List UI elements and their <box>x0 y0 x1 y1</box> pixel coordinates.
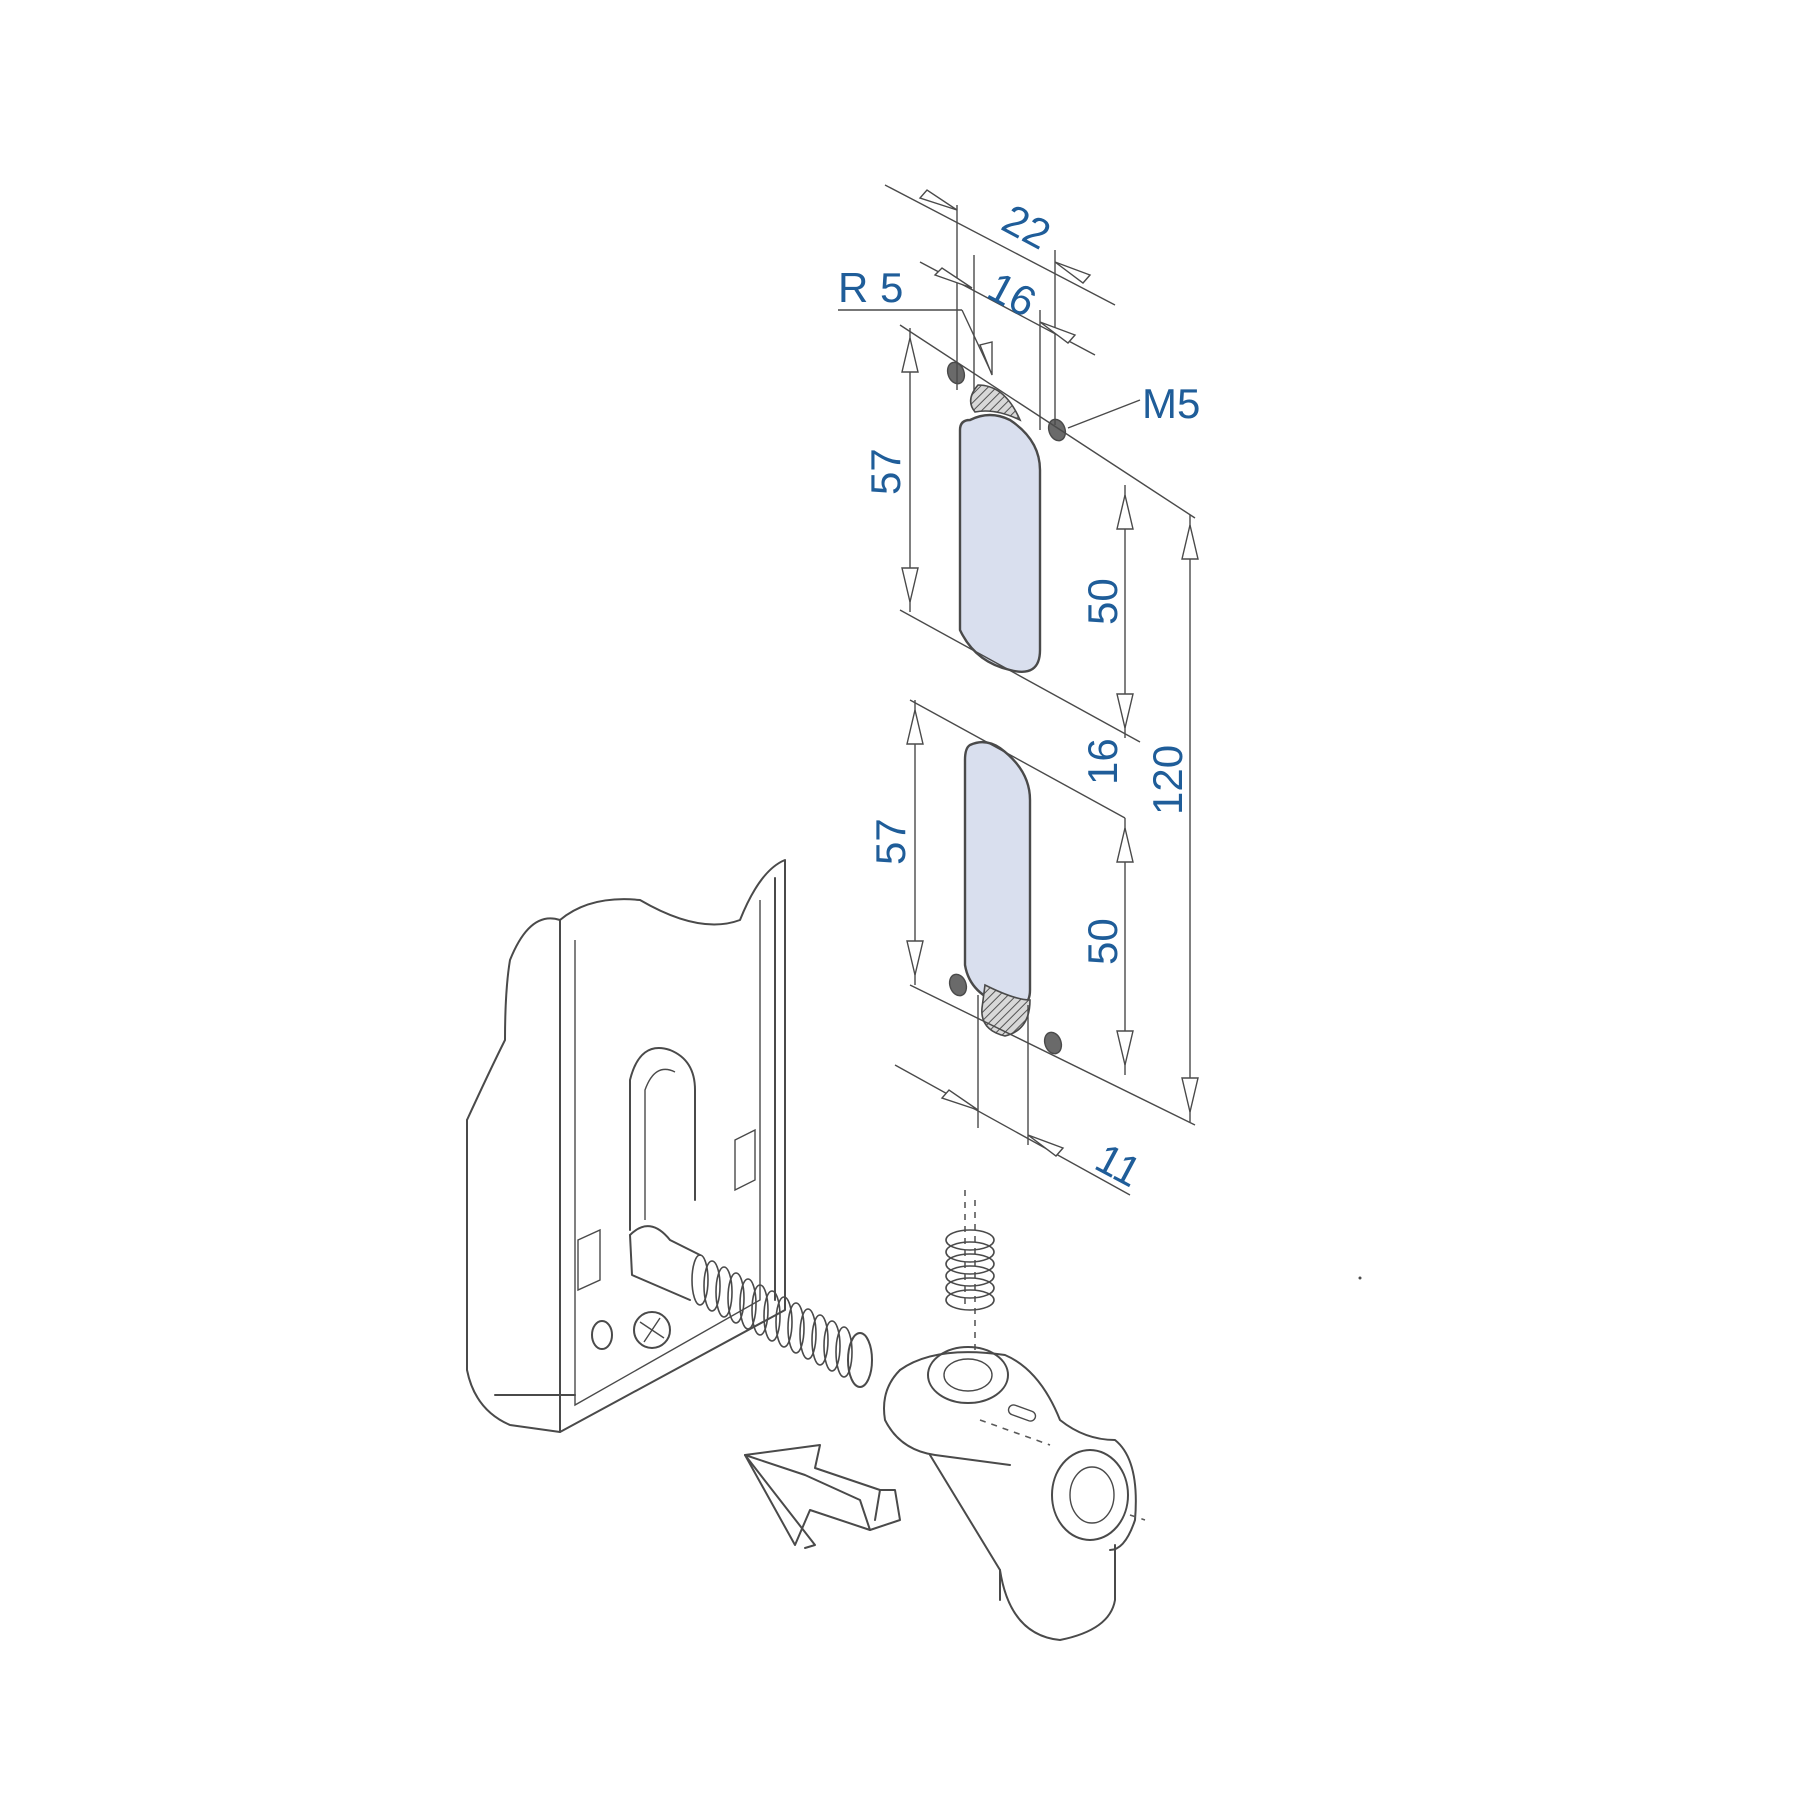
insert-direction-arrow-icon <box>744 1444 901 1549</box>
dim-label-16-top: 16 <box>980 263 1043 326</box>
hole-top-right <box>1047 418 1067 442</box>
dim-label-57-lower: 57 <box>867 818 914 865</box>
dim-label-50-upper: 50 <box>1079 578 1126 625</box>
dim-label-57-upper: 57 <box>862 448 909 495</box>
upper-slot-hatch <box>969 384 1022 422</box>
set-screw <box>945 1190 995 1350</box>
lower-slot-hatch <box>981 983 1031 1037</box>
dim-label-16-gap: 16 <box>1079 738 1126 785</box>
dim-label-m5: M5 <box>1142 380 1200 427</box>
hole-bottom-right <box>1043 1031 1063 1055</box>
hole-bottom-left <box>948 973 968 997</box>
threaded-bolt <box>629 1225 873 1388</box>
dim-label-120: 120 <box>1144 745 1191 815</box>
dimension-drawing: 22 16 R 5 M5 57 57 50 16 120 50 11 <box>838 184 1200 1196</box>
dim-label-50-lower: 50 <box>1079 918 1126 965</box>
door-panel <box>466 859 786 1433</box>
hole-top-left <box>946 361 966 385</box>
dim-label-11: 11 <box>1088 1134 1149 1196</box>
lower-slot <box>963 740 1032 1008</box>
dim-label-22: 22 <box>995 195 1058 258</box>
upper-slot <box>958 413 1042 673</box>
dim-label-r5: R 5 <box>838 264 903 311</box>
hinge-connector <box>883 1346 1146 1641</box>
